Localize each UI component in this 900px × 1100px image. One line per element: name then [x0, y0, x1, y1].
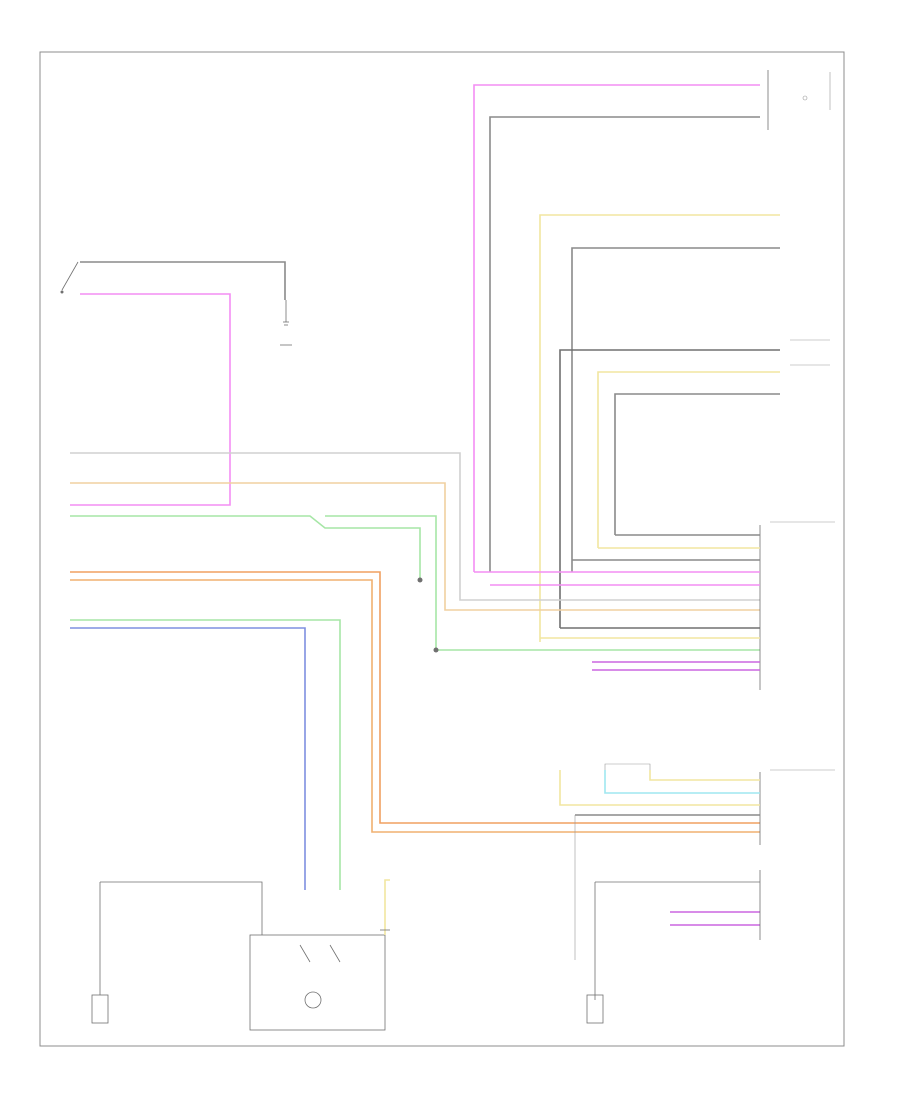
- wire-pink-top: [473, 84, 760, 572]
- ground-bracket: [604, 763, 651, 770]
- wire-yellow-motor: [384, 879, 390, 935]
- wire-gray-switch: [80, 261, 286, 300]
- wire-yellow-lower-right: [559, 770, 760, 806]
- wire-blue-left: [70, 627, 306, 890]
- wire-tan-left: [70, 482, 760, 611]
- switch-pivot: [60, 290, 64, 294]
- motor-symbol: [304, 991, 322, 1009]
- top-right-sensor-group: [473, 70, 831, 572]
- wire-green-branch: [325, 515, 760, 651]
- wire-cyan-right: [604, 770, 760, 794]
- right-connector-block: [474, 521, 835, 690]
- wire-yellow-mid: [539, 214, 780, 642]
- wire-black-mid: [559, 349, 780, 628]
- ground-connector: [586, 994, 604, 1024]
- mid-right-sensor-group: [539, 214, 830, 642]
- module-wire: [100, 881, 263, 935]
- wire-orange-left: [70, 571, 760, 824]
- splice-point: [433, 647, 439, 653]
- sensor-symbol: [802, 95, 808, 101]
- switch-contact: [299, 944, 311, 963]
- left-connector-rows: [70, 452, 760, 890]
- switch-contact: [61, 261, 79, 291]
- lower-right-module: [574, 815, 761, 1024]
- motor-module: [91, 879, 390, 1031]
- splice-point: [417, 577, 423, 583]
- wire-green-left: [70, 515, 421, 578]
- wire-pink-left: [70, 293, 231, 506]
- wire-gray-lower: [614, 393, 780, 535]
- wire-orange-2: [70, 579, 760, 833]
- ground-connector: [91, 994, 109, 1024]
- switch-contact: [329, 944, 341, 963]
- wire-gray-mid: [571, 247, 780, 572]
- wire-yellow-lower: [597, 371, 780, 548]
- wire-yellow-ground: [649, 770, 760, 781]
- wire-green-lower: [70, 619, 341, 890]
- lower-right-connector: [559, 763, 835, 845]
- wire-gray-top: [489, 116, 760, 572]
- wire-lightgray-row: [70, 452, 760, 601]
- motor-box: [249, 934, 386, 1031]
- diagram-frame: [39, 51, 845, 1047]
- left-switch-group: [60, 261, 292, 506]
